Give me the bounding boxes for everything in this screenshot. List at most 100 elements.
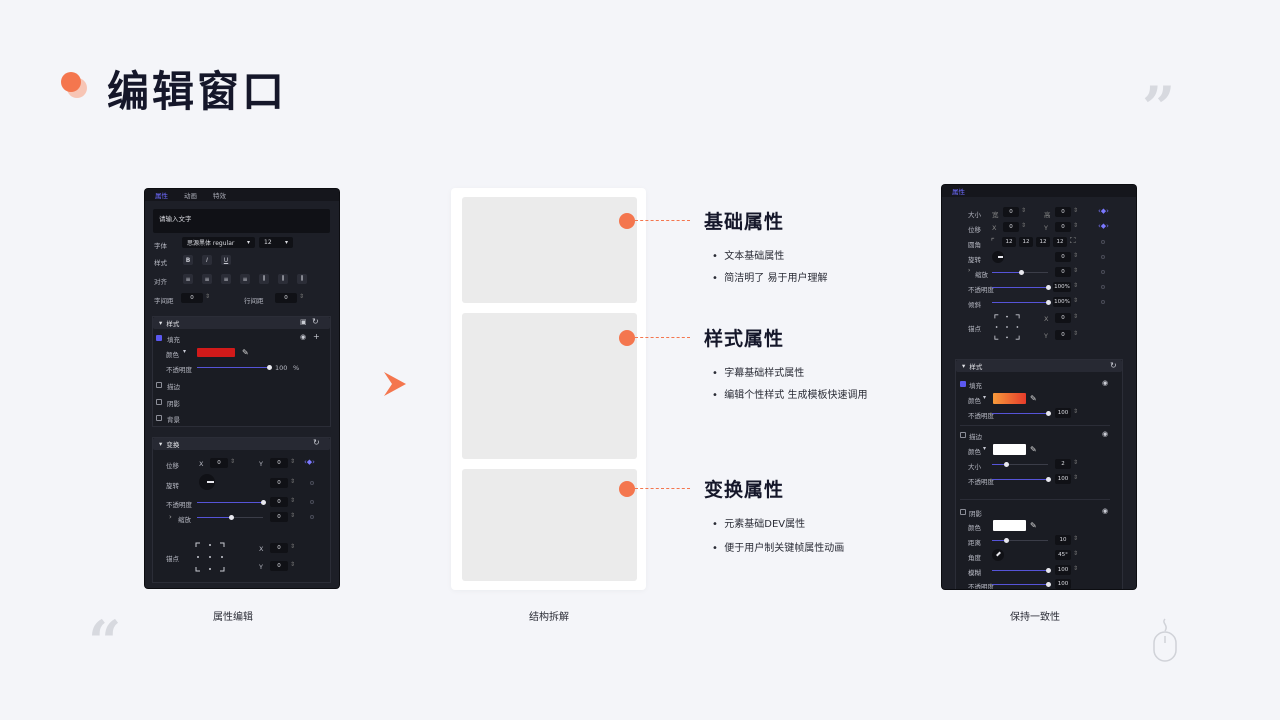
keyframe-dot-icon[interactable] — [1101, 255, 1105, 259]
stroke-opacity-input[interactable]: 100 — [1055, 474, 1071, 484]
scale-slider[interactable] — [992, 272, 1022, 273]
keyframe-dot-icon[interactable] — [310, 481, 314, 485]
position-x-input[interactable]: 0 — [1003, 222, 1019, 232]
stroke-checkbox[interactable] — [156, 382, 162, 388]
stepper-icon[interactable]: ⇕ — [290, 543, 296, 550]
font-size-select[interactable]: 12▾ — [259, 237, 293, 248]
blur-slider[interactable] — [992, 570, 1048, 571]
keyframe-icon[interactable]: ‹◆› — [1098, 222, 1109, 230]
save-icon[interactable]: ▣ — [300, 318, 307, 326]
stepper-icon[interactable]: ⇕ — [205, 293, 211, 300]
align-middle-icon[interactable]: ⫼ — [278, 274, 288, 284]
align-right-icon[interactable]: ≡ — [221, 274, 231, 284]
keyframe-dot-icon[interactable] — [310, 500, 314, 504]
stepper-icon[interactable]: ⇕ — [1021, 222, 1027, 229]
refresh-icon[interactable]: ↻ — [313, 438, 320, 447]
eye-icon[interactable]: ◉ — [1102, 507, 1109, 515]
shadow-checkbox[interactable] — [960, 509, 966, 515]
tab-properties[interactable]: 属性 — [155, 192, 168, 200]
anchor-x-input[interactable]: 0 — [270, 543, 288, 553]
keyframe-dot-icon[interactable] — [1101, 270, 1105, 274]
stepper-icon[interactable]: ⇕ — [1073, 535, 1079, 542]
stepper-icon[interactable]: ⇕ — [290, 561, 296, 568]
stroke-color-swatch[interactable] — [993, 444, 1026, 455]
align-bottom-icon[interactable]: ⫼ — [297, 274, 307, 284]
opacity-slider-knob[interactable] — [1046, 285, 1051, 290]
keyframe-dot-icon[interactable] — [1101, 285, 1105, 289]
transform-section-header[interactable]: ▾ 变换 — [153, 438, 330, 450]
eye-icon[interactable]: ◉ — [1102, 379, 1109, 387]
chevron-right-icon[interactable]: › — [968, 267, 971, 274]
stepper-icon[interactable]: ⇕ — [1073, 252, 1079, 259]
position-x-input[interactable]: 0 — [210, 458, 228, 468]
refresh-icon[interactable]: ↻ — [1110, 361, 1117, 370]
stroke-checkbox[interactable] — [960, 432, 966, 438]
chevron-down-icon[interactable]: ▾ — [983, 394, 987, 401]
stepper-icon[interactable]: ⇕ — [1021, 207, 1027, 214]
fill-opacity-knob[interactable] — [1046, 411, 1051, 416]
stroke-opacity-knob[interactable] — [1046, 477, 1051, 482]
eyedropper-icon[interactable]: ✎ — [1030, 394, 1037, 403]
align-left-icon[interactable]: ≡ — [183, 274, 193, 284]
radius-input-2[interactable]: 12 — [1019, 237, 1033, 247]
fill-opacity-input[interactable]: 100 — [1055, 408, 1071, 418]
chevron-down-icon[interactable]: ▾ — [183, 348, 187, 355]
fill-checkbox[interactable] — [156, 335, 162, 341]
background-checkbox[interactable] — [156, 415, 162, 421]
style-section-header[interactable]: ▾ 样式 — [956, 360, 1122, 372]
chevron-right-icon[interactable]: › — [169, 513, 172, 521]
position-y-input[interactable]: 0 — [270, 458, 288, 468]
anchor-grid-icon[interactable] — [195, 542, 225, 572]
stepper-icon[interactable]: ⇕ — [1073, 565, 1079, 572]
shadow-opacity-input[interactable]: 100 — [1055, 579, 1071, 589]
keyframe-dot-icon[interactable] — [1101, 300, 1105, 304]
stepper-icon[interactable]: ⇕ — [1073, 222, 1079, 229]
opacity-slider[interactable] — [197, 367, 269, 368]
fill-opacity-slider[interactable] — [992, 413, 1048, 414]
stroke-size-slider[interactable] — [992, 464, 1006, 465]
anchor-x-input[interactable]: 0 — [1055, 313, 1071, 323]
fill-checkbox[interactable] — [960, 381, 966, 387]
stroke-opacity-slider[interactable] — [992, 479, 1048, 480]
fill-color-swatch[interactable] — [197, 348, 235, 357]
stepper-icon[interactable]: ⇕ — [290, 497, 296, 504]
skew-slider[interactable] — [992, 302, 1048, 303]
shadow-opacity-slider[interactable] — [992, 584, 1048, 585]
stepper-icon[interactable]: ⇕ — [290, 512, 296, 519]
bold-button[interactable]: B — [183, 255, 193, 265]
distance-knob[interactable] — [1004, 538, 1009, 543]
eyedropper-icon[interactable]: ✎ — [1030, 445, 1037, 454]
radius-input-4[interactable]: 12 — [1053, 237, 1067, 247]
line-spacing-input[interactable]: 0 — [275, 293, 297, 303]
stepper-icon[interactable]: ⇕ — [1073, 207, 1079, 214]
radius-input-3[interactable]: 12 — [1036, 237, 1050, 247]
anchor-y-input[interactable]: 0 — [1055, 330, 1071, 340]
align-top-icon[interactable]: ⫼ — [259, 274, 269, 284]
keyframe-dot-icon[interactable] — [1101, 240, 1105, 244]
stepper-icon[interactable]: ⇕ — [1073, 282, 1079, 289]
scale-slider-knob[interactable] — [1019, 270, 1024, 275]
scale-input[interactable]: 0 — [1055, 267, 1071, 277]
tab-effects[interactable]: 特效 — [213, 192, 226, 200]
chevron-down-icon[interactable]: ▾ — [983, 445, 987, 452]
refresh-icon[interactable]: ↻ — [312, 317, 319, 326]
opacity-input[interactable]: 100% — [1053, 282, 1071, 292]
blur-knob[interactable] — [1046, 568, 1051, 573]
stepper-icon[interactable]: ⇕ — [1073, 330, 1079, 337]
stepper-icon[interactable]: ⇕ — [1073, 459, 1079, 466]
keyframe-icon[interactable]: ‹◆› — [304, 458, 315, 466]
scale-slider[interactable] — [197, 517, 231, 518]
stepper-icon[interactable]: ⇕ — [290, 458, 296, 465]
position-y-input[interactable]: 0 — [1055, 222, 1071, 232]
fill-gradient-swatch[interactable] — [993, 393, 1026, 404]
add-icon[interactable]: + — [313, 332, 320, 341]
text-input[interactable]: 请输入文字 — [153, 209, 330, 233]
stroke-size-input[interactable]: 2 — [1055, 459, 1071, 469]
underline-button[interactable]: U — [221, 255, 231, 265]
stroke-size-knob[interactable] — [1004, 462, 1009, 467]
stepper-icon[interactable]: ⇕ — [1073, 267, 1079, 274]
letter-spacing-input[interactable]: 0 — [181, 293, 203, 303]
rotate-input[interactable]: 0 — [1055, 252, 1071, 262]
angle-input[interactable]: 45° — [1055, 550, 1071, 560]
opacity-slider[interactable] — [992, 287, 1048, 288]
